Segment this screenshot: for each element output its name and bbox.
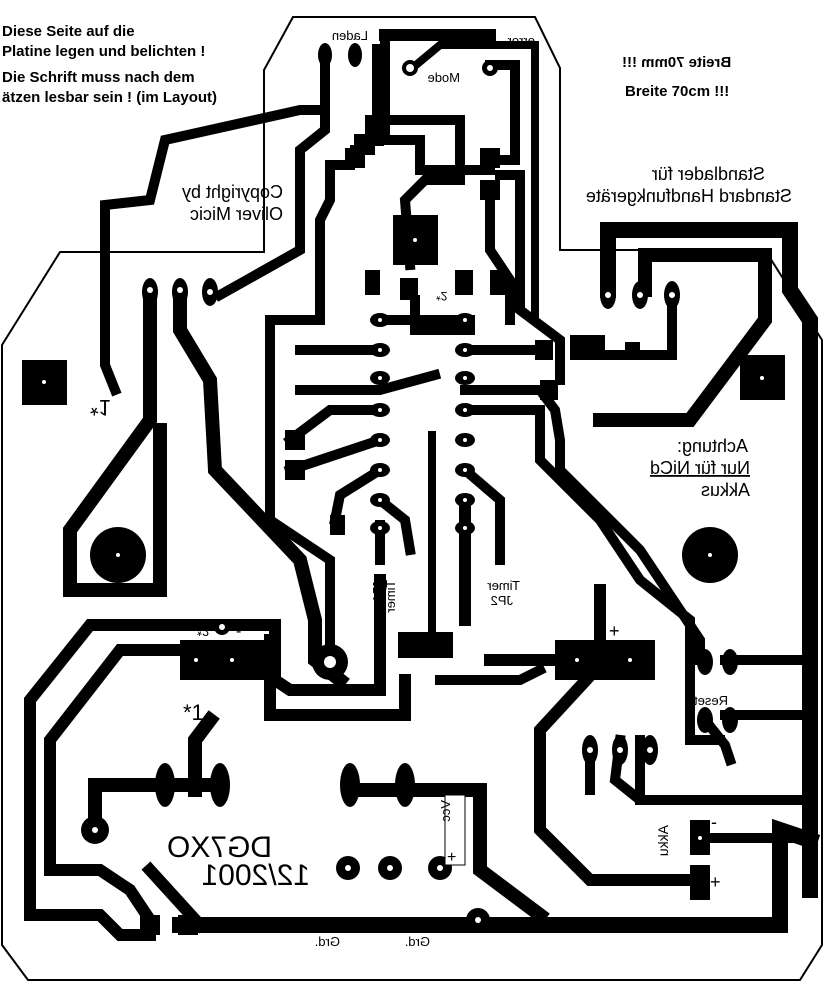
copper-traces — [24, 29, 821, 941]
label-mark2-bottom: *2 — [197, 624, 209, 639]
label-vcc-plus: + — [447, 849, 456, 866]
label-callsign: DG7XO — [167, 831, 272, 864]
label-plus-mid: + — [609, 621, 620, 641]
label-akku: Akku — [655, 825, 671, 856]
label-reset: Reset — [694, 693, 728, 708]
label-warning-3: Akkus — [701, 480, 750, 500]
label-mark1-bottom: *1 — [183, 700, 204, 725]
label-timer-jp1-1: Timer — [383, 580, 398, 613]
label-timer-jp2-1: Timer — [487, 578, 520, 593]
label-copyright-2: Oliver Micic — [190, 204, 283, 224]
label-akku-minus: - — [711, 812, 717, 832]
label-grd-2: Grd. — [405, 934, 430, 949]
label-title-2: Standard Handfunkgeräte — [586, 186, 792, 206]
instruction-text: Diese Seite auf die Platine legen und be… — [2, 22, 217, 108]
label-mark1-left: *1 — [90, 395, 111, 420]
label-vcc: Vcc — [438, 800, 453, 822]
label-copyright-1: Copyright by — [182, 182, 283, 202]
label-warning-2: Nur für NiCd — [650, 458, 750, 478]
label-title-1: Standlader für — [652, 164, 765, 184]
rotated-labels: Timer JP1 Vcc Akku *1 - + + - + — [183, 580, 721, 892]
instruction-line: Diese Seite auf die — [2, 23, 135, 40]
label-grd-1: Grd. — [315, 934, 340, 949]
instruction-line: ätzen lesbar sein ! (im Layout) — [2, 89, 218, 106]
label-warning-1: Achtung: — [677, 436, 748, 456]
board-outline — [0, 16, 823, 981]
label-minus-left: - — [236, 623, 241, 640]
width-note: Breite 70cm !!! — [625, 83, 730, 100]
instruction-line: Platine legen und belichten ! — [2, 43, 206, 60]
label-error: error — [507, 33, 535, 48]
label-akku-plus: + — [710, 872, 721, 892]
instruction-line: Die Schrift muss nach dem — [2, 69, 195, 86]
label-laden: Laden — [332, 28, 368, 43]
label-date: 12/2001 — [202, 859, 310, 892]
label-timer-jp1-2: JP1 — [370, 580, 385, 602]
label-timer-jp2-2: JP2 — [491, 593, 513, 608]
label-mode: Mode — [427, 70, 460, 85]
component-pads — [22, 43, 785, 935]
silkscreen-text: Laden error Mode Copyright by Oliver Mic… — [90, 28, 792, 949]
label-mark2-top: *2 — [436, 289, 448, 303]
